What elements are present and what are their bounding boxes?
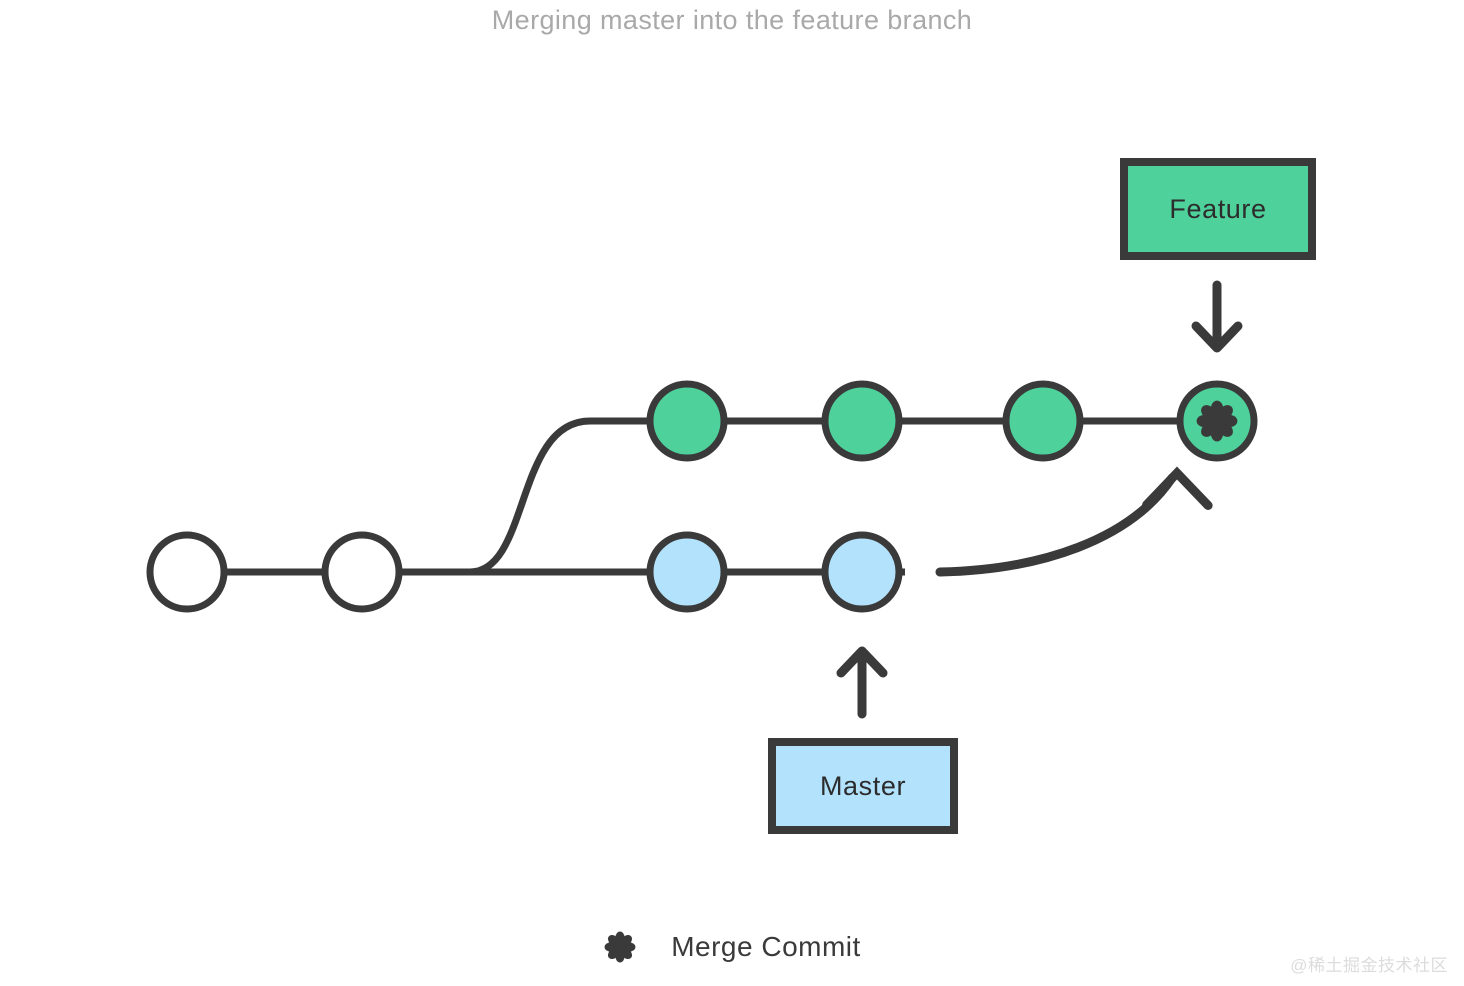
feature-branch-label-box[interactable]: Feature [1120,158,1316,260]
merge-arrow [935,466,1213,577]
commit-node-feature-2[interactable] [821,380,903,462]
commit-node-master-1[interactable] [646,531,728,613]
feature-branch-label-text: Feature [1169,193,1267,224]
page-title: Merging master into the feature branch [491,5,973,35]
master-branch-label-box[interactable]: Master [768,738,958,834]
commit-node-feature-3[interactable] [1002,380,1084,462]
branch-split-curve [466,417,704,576]
commit-node-feature-1[interactable] [646,380,728,462]
merge-commit-asterisk-icon [604,931,636,963]
master-label-arrow [836,646,888,719]
legend-label: Merge Commit [671,931,861,962]
commit-node-master-2[interactable] [821,531,903,613]
watermark: @稀土掘金技术社区 [1290,956,1448,975]
commit-node-base-1[interactable] [146,531,228,613]
legend: Merge Commit [0,930,1464,964]
master-branch-label-text: Master [819,770,907,801]
feature-label-arrow [1191,280,1243,353]
merge-commit-asterisk-icon [1196,400,1238,442]
merge-commit-node[interactable] [1176,380,1258,462]
commit-node-base-2[interactable] [321,531,403,613]
